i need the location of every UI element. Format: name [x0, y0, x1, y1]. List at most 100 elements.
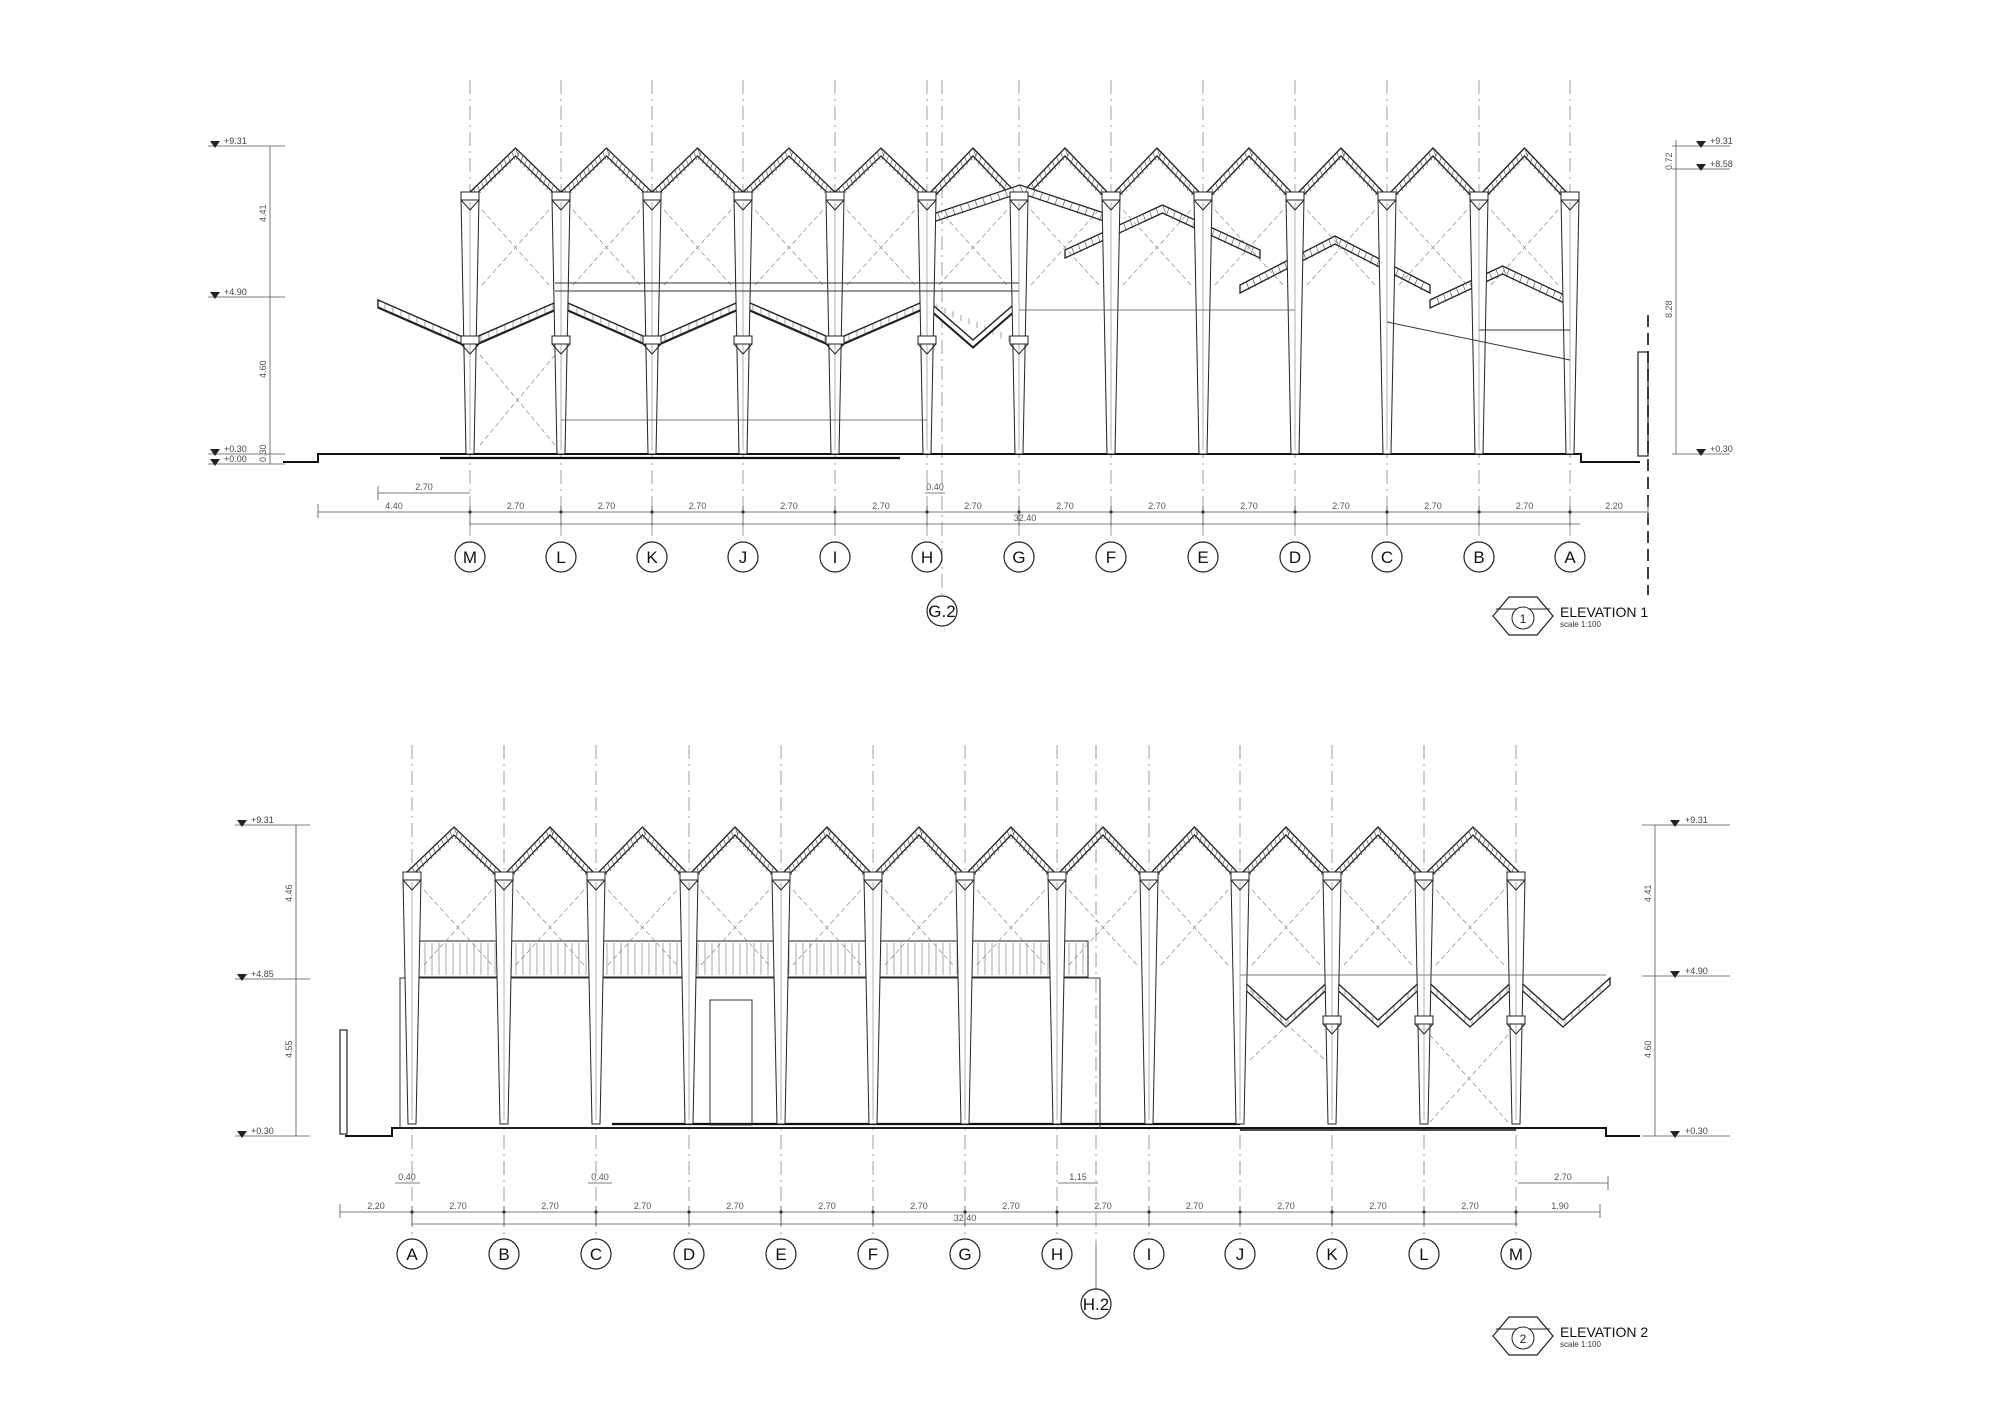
grid-bubble: A [1554, 541, 1586, 573]
elevation-1-structure [283, 147, 1649, 595]
drawing-title: ELEVATION 1 [1560, 604, 1648, 620]
drawing-title: ELEVATION 2 [1560, 1324, 1648, 1340]
grid-bubble: C [580, 1238, 612, 1270]
level-dimension: 4.60 [258, 360, 268, 378]
bay-dimension: 2.70 [1332, 501, 1350, 511]
grid-label: L [556, 548, 565, 567]
grid-label: H [1051, 1245, 1063, 1264]
grid-bubble: F [857, 1238, 889, 1270]
grid-label: D [683, 1245, 695, 1264]
level-label: +9.31 [251, 815, 274, 825]
bay-dimension: 2.70 [1369, 1201, 1387, 1211]
elevation-1-left-levels: +9.31 +4.90 +0.30 +0.00 4.41 4.60 0.30 [208, 136, 285, 466]
bay-dimension: 2.70 [1002, 1201, 1020, 1211]
bay-dimension: 2.70 [1461, 1201, 1479, 1211]
bay-dimension: 2.70 [449, 1201, 467, 1211]
end-dimension: 1.90 [1551, 1201, 1569, 1211]
grid-label: G [1012, 548, 1025, 567]
grid-label: B [498, 1245, 509, 1264]
grid-bubble: I [1133, 1238, 1165, 1270]
grid-label: A [1564, 548, 1576, 567]
grid-bubble: D [673, 1238, 705, 1270]
grid-bubble: M [1500, 1238, 1532, 1270]
grid-bubble: J [1224, 1238, 1256, 1270]
column-dimension: 0.40 [926, 482, 944, 492]
grid-bubble: E [1187, 541, 1219, 573]
level-label: +8.58 [1710, 159, 1733, 169]
bay-dimension: 2.70 [634, 1201, 652, 1211]
elevation-2-left-levels: +9.31 +4.85 +0.30 4.46 4.55 [235, 815, 310, 1138]
grid-bubble: K [636, 541, 668, 573]
grid-label: G.2 [928, 602, 955, 621]
elevation-2-title-block: 2 ELEVATION 2 scale 1:100 [1492, 1316, 1648, 1356]
grid-bubble: J [727, 541, 759, 573]
elevation-1-right-levels: +9.31 +8.58 +0.30 0.72 8.28 [1664, 136, 1733, 456]
grid-bubble: H [1041, 1238, 1073, 1270]
bay-dimension: 2.70 [1516, 501, 1534, 511]
bay-dimension: 2.70 [1148, 501, 1166, 511]
grid-bubble: B [1463, 541, 1495, 573]
grid-bubble: B [488, 1238, 520, 1270]
level-label: +0.30 [251, 1126, 274, 1136]
grid-label: I [1147, 1245, 1152, 1264]
grid-label: I [833, 548, 838, 567]
elevation-2-gridlines [411, 745, 1517, 1245]
grid-label: F [868, 1245, 878, 1264]
level-label: +9.31 [224, 136, 247, 146]
bay-dimension: 2.70 [726, 1201, 744, 1211]
drawing-number: 1 [1520, 612, 1527, 626]
elevation-1-gridlines [469, 80, 1571, 595]
bay-dimension: 2.70 [1186, 1201, 1204, 1211]
total-dimension: 32.40 [1014, 513, 1037, 523]
grid-bubble: G [949, 1238, 981, 1270]
bay-dimension: 2.70 [541, 1201, 559, 1211]
grid-label: K [646, 548, 658, 567]
level-dimension: 4.41 [1643, 884, 1653, 902]
bay-dimension: 2.70 [1056, 501, 1074, 511]
grid-label: B [1473, 548, 1484, 567]
elevation-1: +9.31 +4.90 +0.30 +0.00 4.41 4.60 0.30 +… [208, 80, 1733, 636]
end-dimension: 4.40 [385, 501, 403, 511]
grid-label: H [921, 548, 933, 567]
column-dimension: 1.15 [1069, 1172, 1087, 1182]
grid-label: F [1106, 548, 1116, 567]
bay-dimension: 2.70 [780, 501, 798, 511]
level-dimension: 0.30 [258, 444, 268, 462]
bay-dimension: 2.70 [818, 1201, 836, 1211]
bay-dimension: 2.70 [1240, 501, 1258, 511]
grid-label: D [1289, 548, 1301, 567]
level-dimension: 0.72 [1664, 152, 1674, 170]
drawing-scale: scale 1:100 [1560, 1340, 1601, 1349]
elevation-2-right-levels: +9.31 +4.90 +0.30 4.41 4.60 [1642, 815, 1730, 1138]
grid-label: C [1381, 548, 1393, 567]
end-dimension: 2.20 [1605, 501, 1623, 511]
level-label: +0.00 [224, 454, 247, 464]
grid-bubble-g2: G.2 [926, 595, 958, 627]
level-label: +4.85 [251, 969, 274, 979]
elevation-2-dimensions: 0.40 0.40 1.15 2.70 2.20 1.90 32.40 2.70… [339, 1172, 1609, 1226]
level-label: +0.30 [1685, 1126, 1708, 1136]
grid-bubble: M [454, 541, 486, 573]
level-label: +0.30 [1710, 444, 1733, 454]
bay-dimension: 2.70 [689, 501, 707, 511]
grid-bubble: L [545, 541, 577, 573]
level-label: +4.90 [224, 287, 247, 297]
cantilever-dimension: 2.70 [1554, 1172, 1572, 1182]
grid-bubble: I [819, 541, 851, 573]
bay-dimension: 2.70 [598, 501, 616, 511]
elevation-1-dimensions: 2.70 0.40 4.40 2.20 32.40 2.70 2.70 2.70 2.… [317, 482, 1649, 526]
grid-bubble: A [396, 1238, 428, 1270]
column-dimension: 0.40 [398, 1172, 416, 1182]
grid-label: K [1326, 1245, 1338, 1264]
bay-dimension: 2.70 [1094, 1201, 1112, 1211]
level-label: +9.31 [1710, 136, 1733, 146]
level-label: +9.31 [1685, 815, 1708, 825]
level-dimension: 4.55 [284, 1040, 294, 1058]
grid-label: E [775, 1245, 786, 1264]
drawing-scale: scale 1:100 [1560, 620, 1601, 629]
grid-bubble: F [1095, 541, 1127, 573]
bay-dimension: 2.70 [910, 1201, 928, 1211]
grid-label: H.2 [1083, 1295, 1109, 1314]
grid-label: E [1197, 548, 1208, 567]
